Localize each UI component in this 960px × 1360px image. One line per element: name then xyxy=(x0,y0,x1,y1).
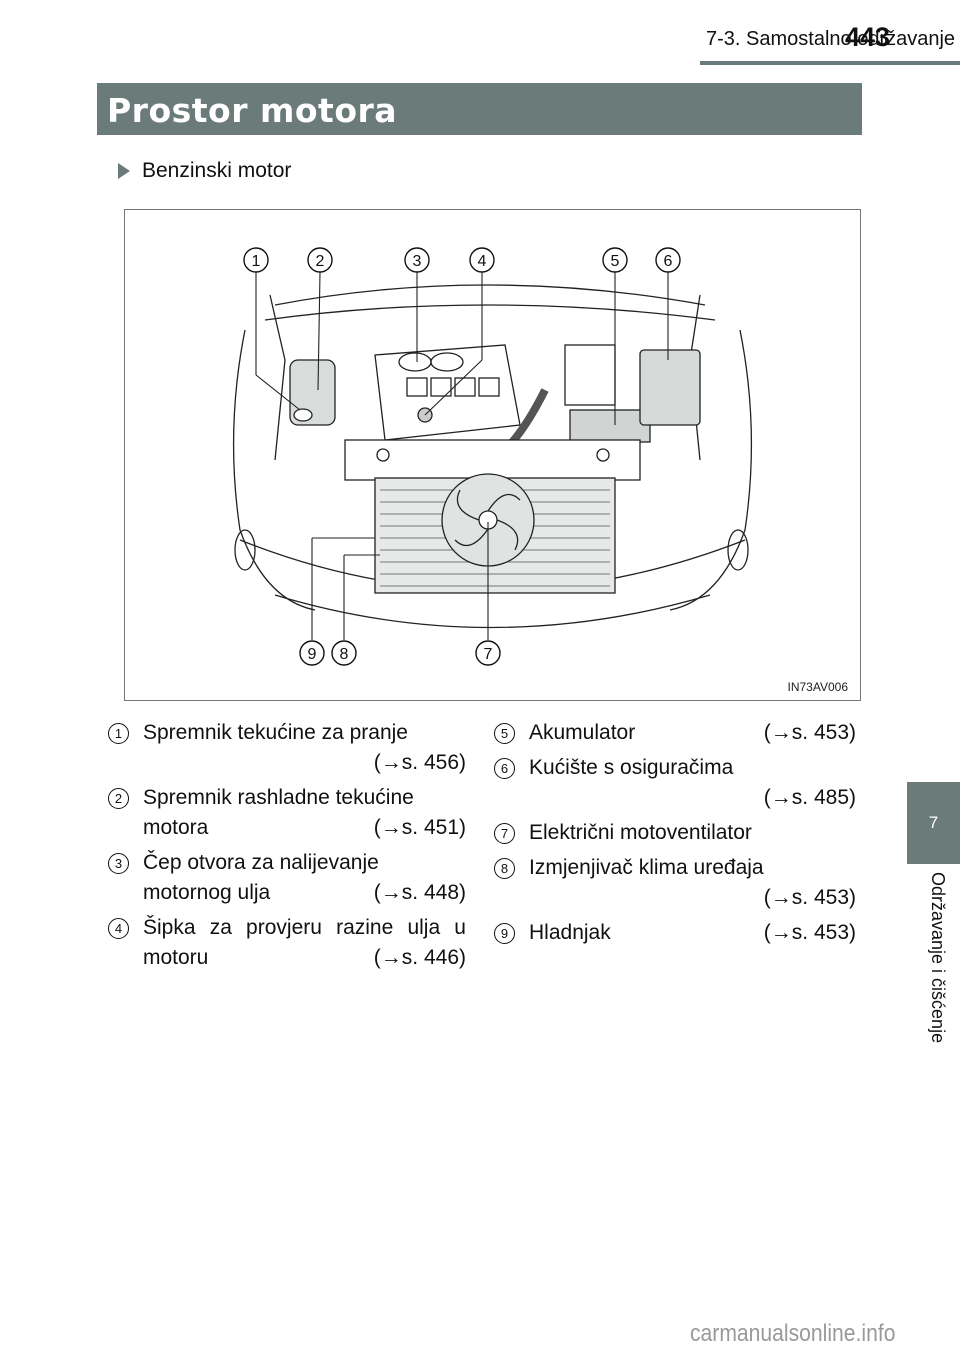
page-reference: (→s. 456) xyxy=(373,751,466,774)
item-number-badge: 5 xyxy=(494,723,515,744)
item-number-badge: 2 xyxy=(108,788,129,809)
page-reference: (→s. 453) xyxy=(763,886,856,909)
page-reference: (→s. 448) xyxy=(373,881,466,904)
section-title-bar: Prostor motora xyxy=(97,83,862,135)
svg-text:6: 6 xyxy=(664,253,673,270)
svg-text:5: 5 xyxy=(611,253,620,270)
item-text: motora xyxy=(143,816,209,839)
item-number-badge: 7 xyxy=(494,823,515,844)
page-title: Prostor motora xyxy=(107,91,398,130)
chapter-tab: 7 xyxy=(907,782,960,864)
item-text: Šipka za provjeru razine ulja u xyxy=(143,916,466,939)
subheading: Benzinski motor xyxy=(118,159,291,183)
item-number-badge: 6 xyxy=(494,758,515,779)
item-number-badge: 4 xyxy=(108,918,129,939)
item-text: Izmjenjivač klima uređaja xyxy=(529,856,764,879)
radiator-support xyxy=(344,439,641,481)
item-text: Kućište s osiguračima xyxy=(529,756,734,779)
battery xyxy=(569,409,651,443)
svg-text:2: 2 xyxy=(316,253,325,270)
item-number-badge: 1 xyxy=(108,723,129,744)
item-text: motoru xyxy=(143,946,209,969)
svg-text:4: 4 xyxy=(478,253,487,270)
callout-6: 6 xyxy=(655,247,681,273)
callout-5: 5 xyxy=(602,247,628,273)
right-fender xyxy=(669,329,753,611)
page-reference: (→s. 453) xyxy=(763,921,856,944)
engine-illustration: 1 2 3 4 5 6 7 8 9 xyxy=(232,247,753,666)
chapter-number: 7 xyxy=(928,813,939,832)
chapter-title-vertical: Održavanje i čišćenje xyxy=(915,872,955,1082)
subheading-text: Benzinski motor xyxy=(142,159,292,182)
item-text: Električni motoventilator xyxy=(529,821,752,844)
page-number: 443 xyxy=(845,22,891,52)
item-number-badge: 9 xyxy=(494,923,515,944)
item-text: Spremnik rashladne tekućine xyxy=(143,786,414,809)
svg-text:3: 3 xyxy=(413,253,422,270)
callout-7: 7 xyxy=(475,640,501,666)
engine-compartment-figure: 1 2 3 4 5 6 7 8 9 IN73AV006 xyxy=(124,209,861,701)
hood-edge xyxy=(274,284,706,306)
page-reference: (→s. 453) xyxy=(763,721,856,744)
header-section-title: 7-3. Samostalno održavanje xyxy=(706,28,956,50)
item-text: motornog ulja xyxy=(143,881,271,904)
list-item: 5 Akumulator (→s. 453) xyxy=(494,718,856,748)
callout-2: 2 xyxy=(307,247,333,273)
list-item: 6 Kućište s osiguračima (→s. 485) xyxy=(494,753,856,813)
page-reference: (→s. 451) xyxy=(373,816,466,839)
item-number-badge: 3 xyxy=(108,853,129,874)
list-item: 4 Šipka za provjeru razine ulja u motoru… xyxy=(108,913,466,973)
bumper-lower xyxy=(274,594,711,629)
left-fender xyxy=(232,329,316,611)
item-text: Čep otvora za nalijevanje xyxy=(143,851,379,874)
figure-code: IN73AV006 xyxy=(787,680,849,694)
callout-3: 3 xyxy=(404,247,430,273)
svg-text:9: 9 xyxy=(308,646,317,663)
engine-cover xyxy=(374,344,521,441)
list-item: 1 Spremnik tekućine za pranje (→s. 456) xyxy=(108,718,466,778)
callout-1: 1 xyxy=(243,247,269,273)
svg-text:1: 1 xyxy=(252,253,261,270)
header-divider xyxy=(700,61,960,65)
list-item: 7 Električni motoventilator xyxy=(494,818,856,848)
list-item: 3 Čep otvora za nalijevanje motornog ulj… xyxy=(108,848,466,908)
parts-list-right: 5 Akumulator (→s. 453) 6 Kućište s osigur… xyxy=(494,718,856,953)
item-text: Spremnik tekućine za pranje xyxy=(143,721,408,744)
list-item: 2 Spremnik rashladne tekućine motora (→s.… xyxy=(108,783,466,843)
item-text: Akumulator xyxy=(529,721,636,744)
item-number-badge: 8 xyxy=(494,858,515,879)
watermark[interactable]: carmanualsonline.info xyxy=(690,1320,896,1347)
page-reference: (→s. 446) xyxy=(373,946,466,969)
page-reference: (→s. 485) xyxy=(763,786,856,809)
item-text: Hladnjak xyxy=(529,921,611,944)
chapter-title: Održavanje i čišćenje xyxy=(928,872,948,1044)
svg-text:8: 8 xyxy=(340,646,349,663)
triangle-bullet-icon xyxy=(118,163,130,179)
list-item: 8 Izmjenjivač klima uređaja (→s. 453) xyxy=(494,853,856,913)
callout-4: 4 xyxy=(469,247,495,273)
callout-9: 9 xyxy=(299,640,325,666)
list-item: 9 Hladnjak (→s. 453) xyxy=(494,918,856,948)
fuse-box xyxy=(639,349,701,426)
left-hood-hinge xyxy=(269,294,286,461)
hood-inner xyxy=(264,304,716,321)
svg-text:7: 7 xyxy=(484,646,493,663)
callout-8: 8 xyxy=(331,640,357,666)
parts-list-left: 1 Spremnik tekućine za pranje (→s. 456) … xyxy=(108,718,466,978)
